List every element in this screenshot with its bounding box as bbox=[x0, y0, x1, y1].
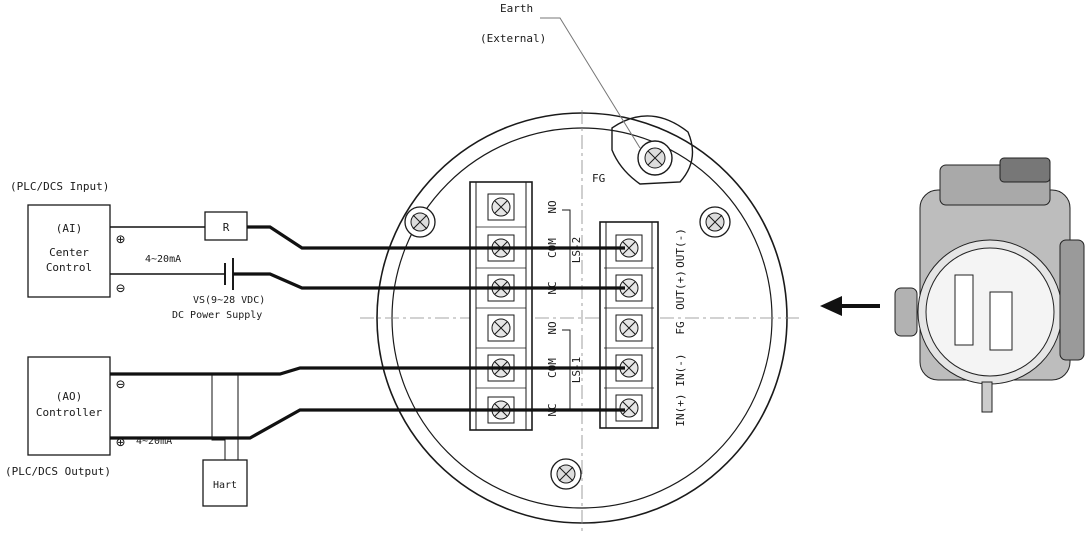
earth-label: Earth bbox=[500, 2, 533, 15]
right-terminal-screw-3 bbox=[604, 314, 654, 349]
device-illustration bbox=[894, 157, 1085, 413]
plc-output-plus-icon: ⊕ bbox=[116, 433, 125, 451]
housing-screw-bottom bbox=[550, 458, 582, 490]
left-terminal-screw-1 bbox=[476, 193, 526, 228]
housing-screw-right bbox=[699, 206, 731, 238]
battery-icon bbox=[224, 258, 234, 290]
controller-box: (AO) Controller bbox=[27, 356, 111, 456]
right-terminal-screws bbox=[604, 234, 654, 429]
ls-brackets bbox=[562, 209, 571, 411]
earth-screw bbox=[637, 140, 673, 176]
terminal-label-fg: FG bbox=[674, 321, 687, 334]
hart-box: Hart bbox=[202, 459, 248, 507]
center-control-box: (AI) Center Control bbox=[27, 204, 111, 298]
terminal-label-no-1: NO bbox=[546, 200, 559, 213]
switch-label-ls-1: LS-1 bbox=[570, 357, 583, 384]
svg-text:(AO): (AO) bbox=[56, 390, 83, 403]
plc-input-plus-icon: ⊕ bbox=[116, 230, 125, 248]
plc-input-minus-icon: ⊖ bbox=[116, 279, 125, 297]
left-terminal-screw-4 bbox=[476, 314, 526, 349]
svg-text:Center: Center bbox=[49, 246, 89, 259]
terminal-label-no-2: NO bbox=[546, 321, 559, 334]
earth-callout: Earth (External) bbox=[480, 2, 641, 149]
power-supply-label: VS(9~28 VDC) bbox=[193, 295, 265, 306]
input-current-label: 4~20mA bbox=[145, 254, 181, 265]
terminal-label-out-plus: OUT(+) bbox=[674, 270, 687, 310]
svg-text:(AI): (AI) bbox=[56, 222, 83, 235]
svg-text:Controller: Controller bbox=[36, 406, 103, 419]
housing bbox=[360, 110, 800, 535]
earth-external-label: (External) bbox=[480, 32, 546, 45]
terminal-label-in-minus: IN(-) bbox=[674, 353, 687, 386]
svg-text:R: R bbox=[223, 221, 230, 234]
wiring bbox=[110, 225, 625, 460]
fg-label-top: FG bbox=[592, 172, 605, 185]
right-terminal-screw-5 bbox=[604, 394, 654, 429]
direction-arrow-icon bbox=[820, 296, 880, 316]
power-supply-desc: DC Power Supply bbox=[172, 310, 262, 321]
resistor: R bbox=[204, 211, 248, 241]
svg-text:Hart: Hart bbox=[213, 480, 237, 491]
terminal-block-left bbox=[469, 181, 533, 431]
plc-output-minus-icon: ⊖ bbox=[116, 375, 125, 393]
switch-label-ls-2: LS-2 bbox=[570, 237, 583, 264]
plc-input-caption: (PLC/DCS Input) bbox=[10, 180, 109, 193]
output-current-label: 4~20mA bbox=[136, 436, 172, 447]
terminal-label-in-plus: IN(+) bbox=[674, 393, 687, 426]
plc-output-caption: (PLC/DCS Output) bbox=[5, 465, 111, 478]
terminal-label-out-minus: OUT(-) bbox=[674, 228, 687, 268]
svg-text:Control: Control bbox=[46, 261, 92, 274]
housing-screw-left bbox=[404, 206, 436, 238]
